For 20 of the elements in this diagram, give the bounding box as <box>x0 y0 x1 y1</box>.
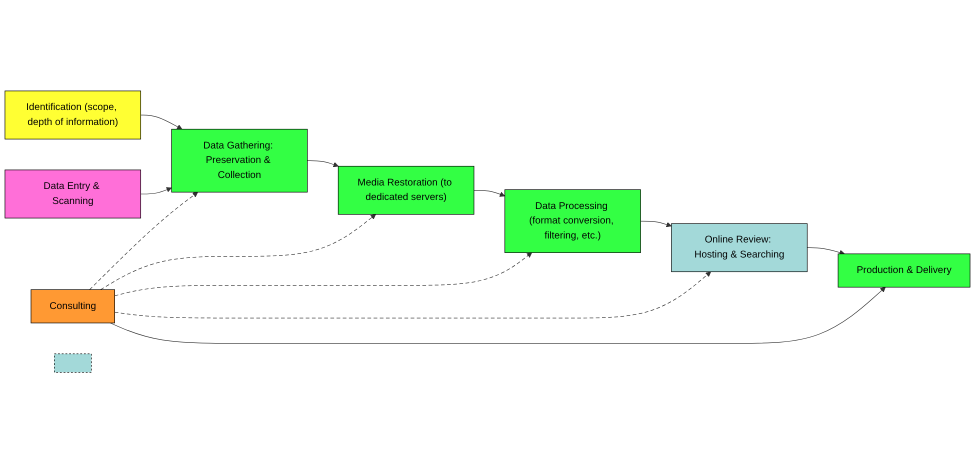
node-box: Data Gathering: Preservation & Collection <box>171 129 308 193</box>
arrow <box>140 187 172 195</box>
node-box <box>54 354 92 374</box>
arrow <box>140 115 182 130</box>
node-box: Media Restoration (to dedicated servers) <box>338 166 474 216</box>
node-box: Data Entry & Scanning <box>4 170 142 219</box>
arrow <box>114 272 712 319</box>
node-box: Data Processing (format conversion, filtering, etc.) <box>504 190 641 254</box>
arrow <box>474 190 506 198</box>
node-box: Production & Delivery <box>838 254 970 288</box>
arrow <box>110 287 886 344</box>
arrow <box>307 160 339 168</box>
arrow <box>100 214 376 290</box>
arrow <box>806 248 845 256</box>
arrow <box>89 192 198 290</box>
arrow <box>640 221 672 228</box>
node-box: Consulting <box>30 290 115 324</box>
arrow <box>114 252 532 296</box>
node-box: Online Review: Hosting & Searching <box>671 224 808 272</box>
node-box: Identification (scope, depth of information) <box>4 90 142 140</box>
